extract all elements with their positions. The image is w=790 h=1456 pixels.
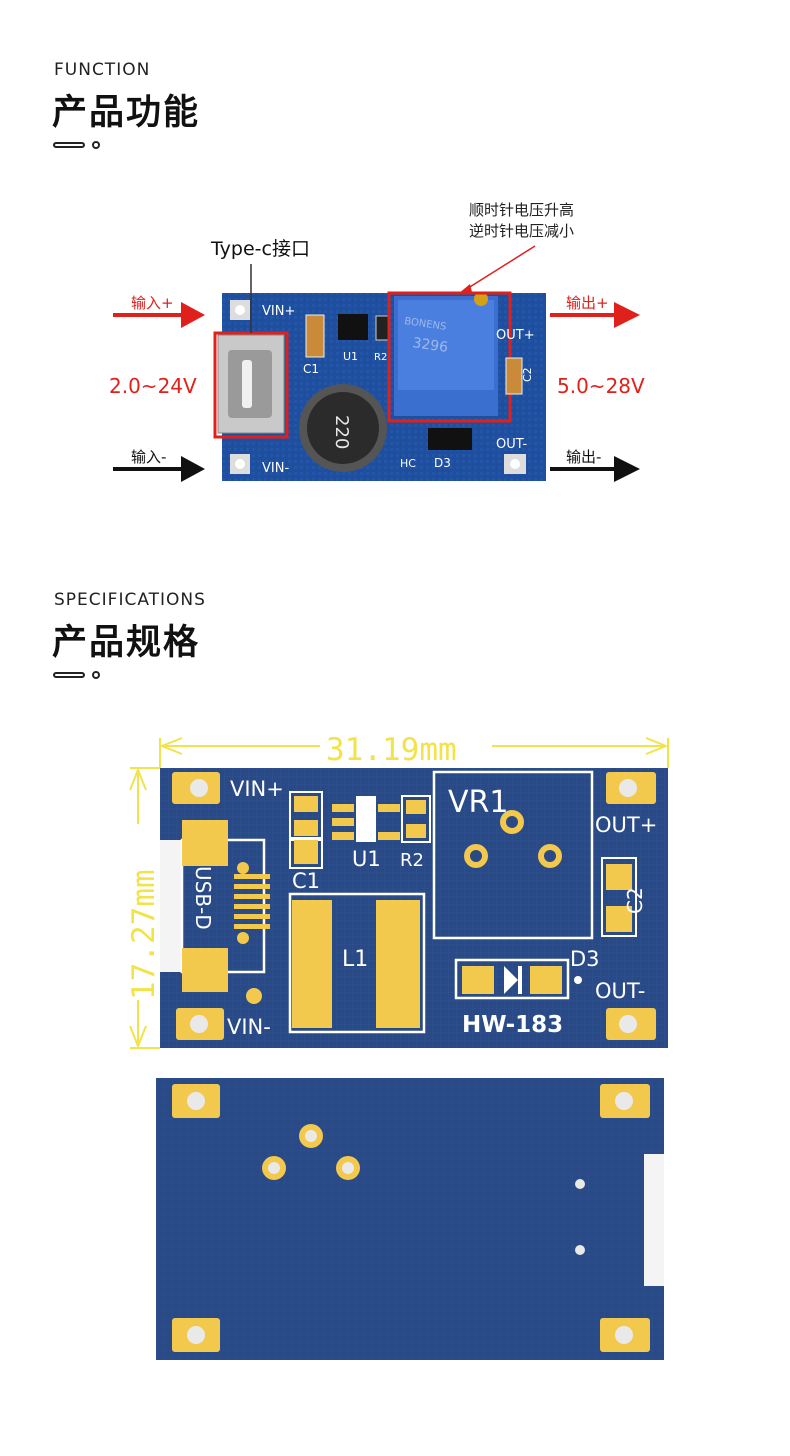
c2-component xyxy=(505,357,523,395)
out-plus-silk: OUT+ xyxy=(496,328,535,343)
via xyxy=(575,1245,585,1255)
input-voltage-range: 2.0~24V xyxy=(109,374,197,398)
u1-label: U1 xyxy=(352,847,381,871)
r2-label: R2 xyxy=(400,850,424,871)
c1-component xyxy=(305,314,325,358)
bottom-vr1-pads xyxy=(262,1124,360,1180)
vin-plus-silk: VIN+ xyxy=(262,304,295,319)
width-dimension xyxy=(159,737,669,768)
section-title-cn: 产品规格 xyxy=(52,623,201,663)
pcb-layout-top-svg: 31.19mm 17.27mm USB-D VIN+ VIN- OUT+ O xyxy=(126,732,669,1049)
c1-silk: C1 xyxy=(303,362,319,376)
r2-silk: R2 xyxy=(374,352,387,363)
pot-pointer-arrowhead xyxy=(458,284,472,294)
section-title-cn: 产品功能 xyxy=(52,93,201,133)
out-minus-silk: OUT- xyxy=(496,437,527,452)
d3-diode xyxy=(428,428,472,450)
bottom-corner-pads xyxy=(172,1084,650,1352)
pot-note: 顺时针电压升高 逆时针电压减小 xyxy=(469,200,574,242)
corner-pads xyxy=(172,772,656,1040)
c2-label: C2 xyxy=(623,887,647,914)
input-minus-arrow xyxy=(113,456,205,482)
function-diagram-svg: VIN+ VIN- OUT+ OUT- C1 U1 R2 D3 HC 220 B… xyxy=(113,245,640,482)
out-minus-label: OUT- xyxy=(595,979,645,1003)
inductor-marking: 220 xyxy=(331,415,352,449)
vr1-pads xyxy=(464,810,562,868)
d3-silk: D3 xyxy=(434,456,451,470)
pot-highlight-box xyxy=(387,291,512,423)
pot-pointer-line xyxy=(464,245,536,291)
d3-label: D3 xyxy=(570,947,600,971)
d3-footprint xyxy=(454,958,570,1000)
usb-pad-bottom xyxy=(182,948,228,992)
pot-note-line2: 逆时针电压减小 xyxy=(469,222,575,240)
typec-label: Type-c接口 xyxy=(211,238,310,260)
height-dimension xyxy=(129,767,160,1049)
pcb-layout-top: 31.19mm 17.27mm USB-D VIN+ VIN- OUT+ O xyxy=(120,728,680,1058)
pot-model: 3296 xyxy=(411,335,449,356)
via xyxy=(575,1179,585,1189)
mount-holes xyxy=(230,300,526,474)
pcb-bottom-board xyxy=(156,1078,664,1360)
output-minus-arrow xyxy=(550,456,640,482)
usb-notch xyxy=(160,840,182,972)
c2-footprint xyxy=(601,857,637,937)
usb-pins xyxy=(234,874,270,929)
output-minus-label: 输出- xyxy=(566,448,602,466)
input-plus-label: 输入+ xyxy=(131,294,174,312)
u1-chip xyxy=(338,314,368,340)
vin-minus-silk: VIN- xyxy=(262,461,289,476)
pot-note-line1: 顺时针电压升高 xyxy=(469,201,575,219)
l1-pad-right xyxy=(376,900,420,1028)
l1-label: L1 xyxy=(342,947,368,972)
pot-screw xyxy=(474,292,488,306)
vr1-outline xyxy=(432,770,594,940)
u1-footprint xyxy=(332,796,400,842)
usb-pad-top xyxy=(182,820,228,866)
vin-plus-label: VIN+ xyxy=(230,777,284,801)
u1-silk: U1 xyxy=(343,350,358,363)
pcb-layout-bottom xyxy=(156,1078,664,1360)
c1-label: C1 xyxy=(292,869,320,893)
pcb-layout-bottom-svg xyxy=(156,1078,664,1360)
out-plus-label: OUT+ xyxy=(595,813,657,837)
l1-pad-left xyxy=(292,900,332,1028)
model-label: HW-183 xyxy=(462,1012,563,1038)
r2-footprint xyxy=(401,795,431,843)
section-title-en: SPECIFICATIONS xyxy=(54,590,206,610)
section-title-en: FUNCTION xyxy=(54,60,151,80)
usb-notch-bottom xyxy=(644,1154,664,1286)
input-plus-arrow xyxy=(113,302,205,328)
output-voltage-range: 5.0~28V xyxy=(557,374,645,398)
output-plus-label: 输出+ xyxy=(566,294,609,312)
usb-label: USB-D xyxy=(191,866,215,930)
vr1-label: VR1 xyxy=(448,785,508,820)
r2-component xyxy=(375,315,389,341)
input-minus-label: 输入- xyxy=(131,448,167,466)
l1-outline xyxy=(288,892,426,1034)
width-dimension-label: 31.19mm xyxy=(326,732,457,768)
c1-footprint xyxy=(289,791,323,869)
function-diagram: VIN+ VIN- OUT+ OUT- C1 U1 R2 D3 HC 220 B… xyxy=(0,190,790,510)
hc-silk: HC xyxy=(400,457,416,470)
height-dimension-label: 17.27mm xyxy=(126,869,162,1000)
c2-silk: C2 xyxy=(521,367,534,382)
vin-minus-label: VIN- xyxy=(227,1015,271,1039)
output-plus-arrow xyxy=(550,302,640,328)
